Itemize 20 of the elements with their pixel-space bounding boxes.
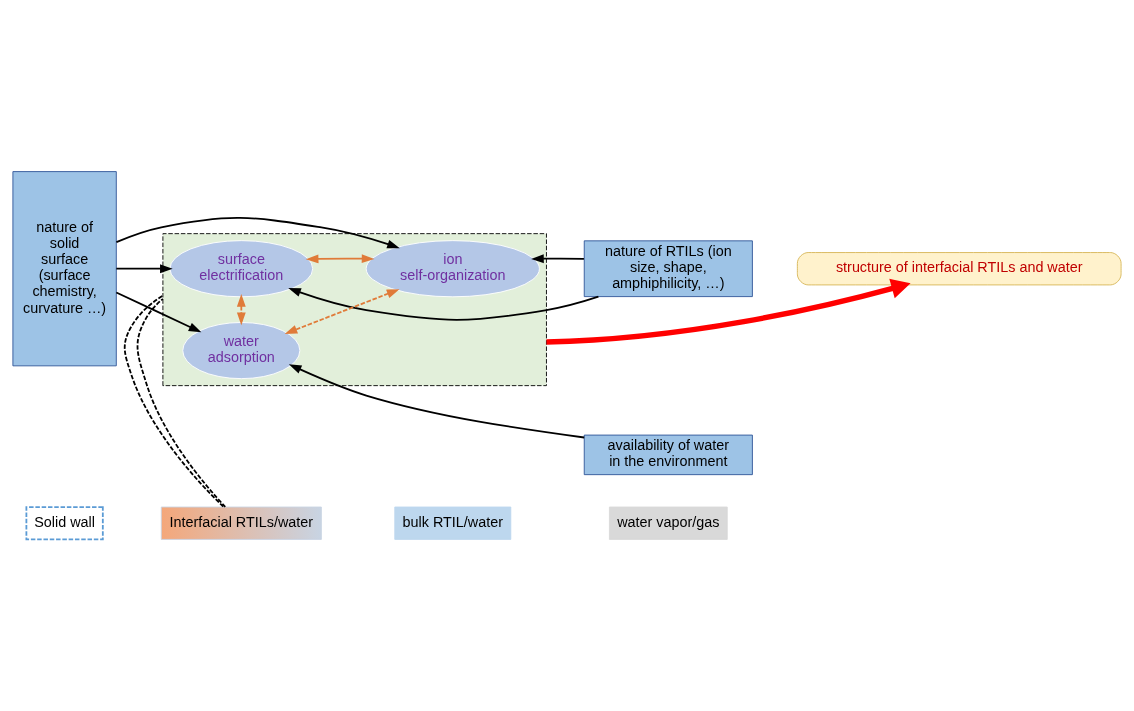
arrow xyxy=(115,216,400,249)
node-box: bulk RTIL/water xyxy=(394,506,512,540)
arrow xyxy=(115,264,173,274)
arrow xyxy=(546,278,911,345)
node-box: Interfacial RTILs/water xyxy=(160,506,322,540)
arrow xyxy=(236,294,246,326)
node-box: water vapor/gas xyxy=(608,506,728,540)
node-box: availability of water in the environment xyxy=(583,434,753,476)
node-box: nature of RTILs (ion size, shape, amphiphilicity, …) xyxy=(583,240,753,298)
connector xyxy=(136,297,227,508)
node-box: structure of interfacial RTILs and water xyxy=(796,252,1122,286)
arrow xyxy=(284,289,400,334)
arrow xyxy=(288,364,586,439)
arrow xyxy=(531,254,585,264)
arrow xyxy=(115,291,202,333)
node-box: Solid wall xyxy=(25,506,104,541)
node-box: nature of solid surface (surface chemistry, curvature …) xyxy=(12,171,117,367)
arrow xyxy=(288,288,600,321)
arrow xyxy=(305,254,375,264)
connector xyxy=(123,294,225,508)
